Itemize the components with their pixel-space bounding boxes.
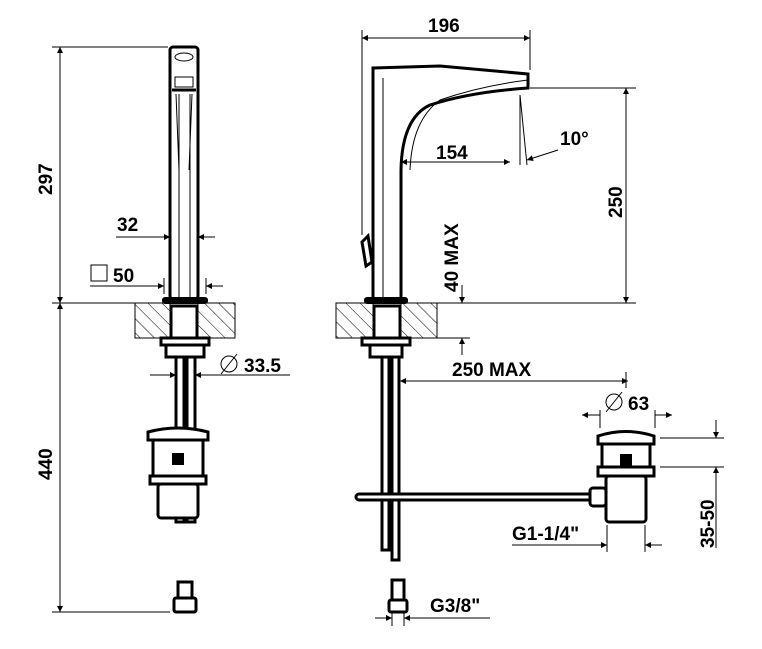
supply-connector xyxy=(172,580,198,614)
diameter-symbol-icon xyxy=(605,393,623,411)
pop-up-drain-side xyxy=(596,430,656,524)
supply-thread-label: G3/8" xyxy=(430,596,480,617)
drain-thread-label: G1-1/4" xyxy=(512,524,579,545)
height-label: 297 xyxy=(36,163,57,195)
diameter-symbol-icon xyxy=(220,355,238,373)
front-view: 297 440 32 50 xyxy=(36,45,290,614)
reach-label: 196 xyxy=(428,16,460,37)
nut xyxy=(164,343,206,359)
drain-diameter-label: 63 xyxy=(628,394,649,415)
deck-section xyxy=(197,302,236,339)
faucet-body xyxy=(168,45,200,301)
shank-diameter-label: 33.5 xyxy=(244,356,281,377)
supply-connector xyxy=(387,578,409,614)
below-deck-label: 440 xyxy=(36,448,57,480)
angle-label: 10° xyxy=(560,129,589,150)
deck-section xyxy=(400,302,438,339)
shank xyxy=(169,304,199,340)
side-view: 196 154 10° 250 40 MAX xyxy=(335,16,724,626)
lever-handle xyxy=(360,232,374,269)
supply-hose xyxy=(390,355,401,562)
outlet-height-label: 250 xyxy=(606,186,627,218)
spout-width-label: 32 xyxy=(117,215,138,236)
square-symbol-icon xyxy=(90,264,108,282)
faucet-body-side xyxy=(371,64,530,302)
supply-hose xyxy=(380,355,391,552)
deck-section xyxy=(335,302,374,339)
deck-thickness-label: 40 MAX xyxy=(442,223,463,292)
handle-band xyxy=(174,76,194,88)
spout-outlet-label: 154 xyxy=(436,143,468,164)
base-plate xyxy=(364,297,408,304)
drain-distance-label: 250 MAX xyxy=(452,360,532,381)
drain-height-label: 35-50 xyxy=(698,499,719,548)
base-size-label: 50 xyxy=(113,266,134,287)
drain-rod xyxy=(354,492,598,502)
pop-up-drain-front xyxy=(146,426,210,520)
base-plate xyxy=(162,297,208,304)
deck-section xyxy=(134,302,171,339)
spout-outlet xyxy=(174,52,194,62)
